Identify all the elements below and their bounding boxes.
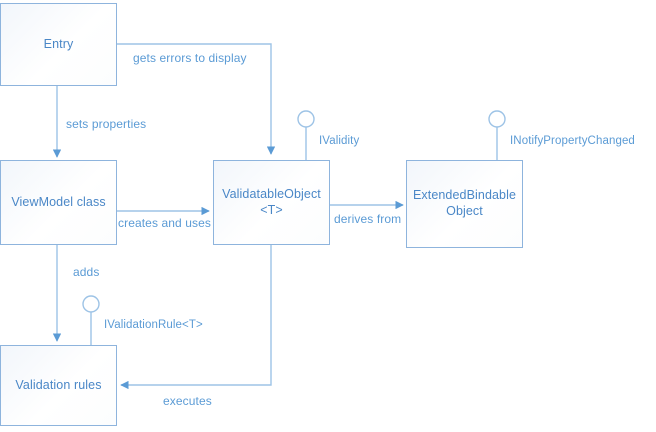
interface-lollipop-ivalidity — [297, 110, 315, 160]
node-extended-bindable-object[interactable]: ExtendedBindable Object — [406, 160, 523, 248]
interface-label-ivalidity: IValidity — [319, 135, 360, 147]
node-entry[interactable]: Entry — [0, 3, 117, 86]
node-validation-rules[interactable]: Validation rules — [0, 345, 117, 426]
node-validatable-object[interactable]: ValidatableObject <T> — [213, 160, 330, 245]
edge-label-creates-and-uses: creates and uses — [118, 216, 211, 230]
node-extended-bindable-object-label: ExtendedBindable Object — [412, 188, 517, 218]
node-validatable-object-label: ValidatableObject <T> — [222, 186, 321, 217]
edge-label-adds: adds — [73, 265, 100, 279]
node-validation-rules-label: Validation rules — [15, 377, 102, 392]
node-entry-label: Entry — [43, 36, 74, 51]
node-viewmodel-class[interactable]: ViewModel class — [0, 160, 117, 245]
edge-label-gets-errors-to-display: gets errors to display — [133, 51, 247, 65]
edge-label-derives-from: derives from — [334, 212, 402, 226]
connector-executes — [120, 245, 272, 390]
edge-label-sets-properties: sets properties — [66, 117, 147, 131]
interface-label-inotifypropertychanged: INotifyPropertyChanged — [510, 135, 635, 147]
interface-lollipop-ivalidationrule — [82, 295, 100, 345]
interface-label-ivalidationrule: IValidationRule<T> — [104, 319, 203, 331]
node-viewmodel-class-label: ViewModel class — [11, 194, 106, 209]
edge-label-executes: executes — [163, 394, 212, 408]
interface-lollipop-inotifypropertychanged — [488, 110, 506, 160]
